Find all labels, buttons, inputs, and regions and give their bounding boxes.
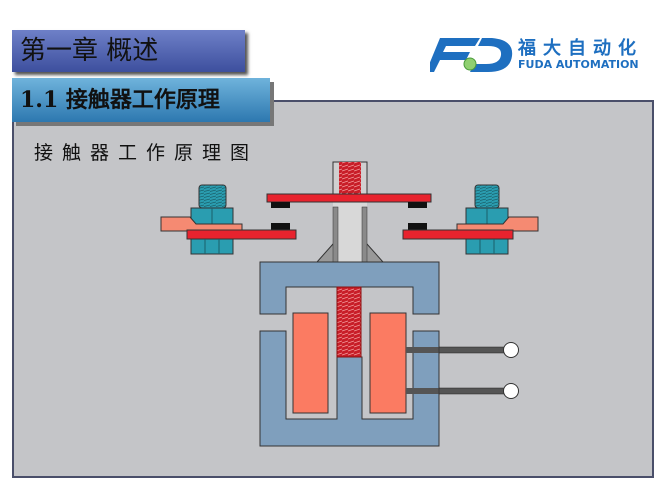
contact-stem	[315, 202, 385, 263]
logo-name-en: FUDA AUTOMATION	[518, 58, 639, 71]
terminal-point-icon	[503, 342, 519, 358]
diagram-caption: 接触器工作原理图	[34, 142, 259, 164]
company-logo: 福大自动化 FUDA AUTOMATION	[430, 34, 656, 74]
bolt-icon	[474, 184, 500, 209]
terminal-point-icon	[503, 383, 519, 399]
core-spring-icon	[336, 286, 362, 358]
chapter-title: 第一章 概述	[12, 30, 245, 72]
static-contact-bar-left	[186, 229, 297, 240]
armature	[259, 261, 440, 315]
coil-right	[369, 312, 407, 414]
coil-leads	[406, 342, 519, 399]
bolt-icon	[198, 184, 227, 209]
section-title: 1.1 接触器工作原理	[12, 78, 270, 122]
logo-name-cn: 福大自动化	[518, 38, 643, 59]
return-spring-icon	[339, 162, 361, 195]
static-contact-bar-right	[402, 229, 514, 240]
static-contact-left	[271, 223, 290, 230]
static-core	[259, 330, 440, 447]
logo-mark-icon	[430, 38, 513, 72]
moving-contact-right	[408, 202, 427, 208]
coil-left	[292, 312, 329, 414]
static-contact-right	[408, 223, 427, 230]
moving-contact-left	[271, 202, 290, 208]
left-terminal	[160, 184, 297, 255]
moving-contact-bar	[266, 193, 432, 203]
top-spring-housing	[332, 161, 368, 196]
right-terminal	[402, 184, 539, 255]
